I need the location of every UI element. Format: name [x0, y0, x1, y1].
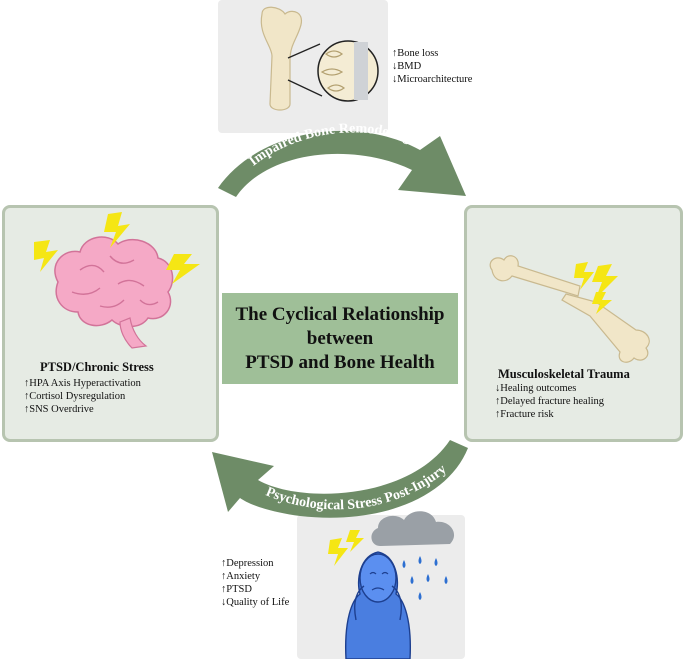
- list-item: ↑Bone loss: [392, 48, 439, 59]
- bottom-cycle-arrow: Psychological Stress Post-Injury: [212, 440, 468, 518]
- lightning-icon: [328, 530, 364, 566]
- lightning-icon: [574, 262, 618, 314]
- center-title: The Cyclical Relationship between PTSD a…: [222, 293, 458, 384]
- title-line-2: between: [306, 327, 374, 349]
- top-panel-text: ↑Bone loss ↓BMD ↓Microarchitecture: [392, 47, 472, 86]
- list-item: ↑HPA Axis Hyperactivation: [24, 378, 141, 389]
- list-item: ↓Quality of Life: [221, 597, 290, 608]
- right-panel: [464, 205, 683, 442]
- list-item: ↓Healing outcomes: [495, 383, 577, 394]
- list-item: ↑Fracture risk: [495, 409, 554, 420]
- right-panel-heading: Musculoskeletal Trauma: [498, 367, 630, 381]
- right-panel-text: ↓Healing outcomes ↑Delayed fracture heal…: [495, 382, 604, 421]
- list-item: ↑Anxiety: [221, 571, 261, 582]
- lightning-icon: [34, 212, 200, 284]
- title-line-1: The Cyclical Relationship: [235, 303, 445, 325]
- list-item: ↑Delayed fracture healing: [495, 396, 605, 407]
- list-item: ↑Cortisol Dysregulation: [24, 391, 126, 402]
- list-item: ↑Depression: [221, 558, 274, 569]
- top-cycle-arrow: Impaired Bone Remodeling: [218, 121, 466, 197]
- bone-closeup-icon: [260, 6, 379, 111]
- broken-bone-icon: [489, 255, 650, 363]
- list-item: ↓BMD: [392, 61, 422, 72]
- left-panel-text: ↑HPA Axis Hyperactivation ↑Cortisol Dysr…: [24, 377, 141, 416]
- bottom-panel-text: ↑Depression ↑Anxiety ↑PTSD ↓Quality of L…: [221, 557, 289, 609]
- title-line-3: PTSD and Bone Health: [245, 351, 435, 373]
- brain-icon: [54, 236, 174, 349]
- list-item: ↓Microarchitecture: [392, 74, 473, 85]
- rain-cloud-icon: [371, 511, 455, 600]
- list-item: ↑SNS Overdrive: [24, 404, 94, 415]
- list-item: ↑PTSD: [221, 584, 252, 595]
- left-panel-heading: PTSD/Chronic Stress: [40, 360, 154, 374]
- sad-person-icon: [344, 551, 412, 659]
